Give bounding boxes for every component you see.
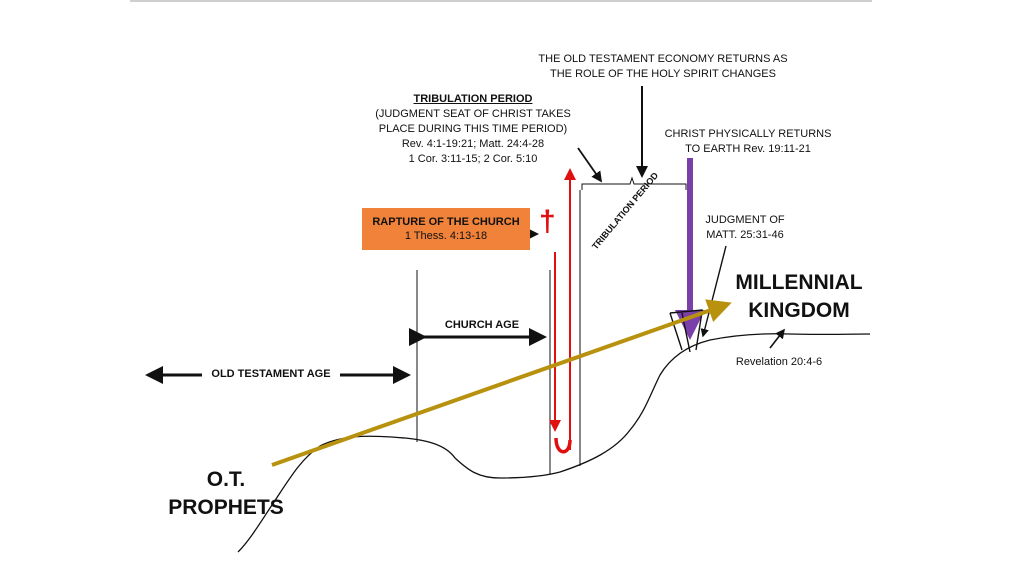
revelation-label: Revelation 20:4-6 xyxy=(735,356,823,368)
judgment-line-2: MATT. 25:31-46 xyxy=(706,229,784,241)
tribulation-pointer-arrow xyxy=(577,147,603,183)
judgment-arrow xyxy=(700,245,727,338)
millennial-line-1: MILLENNIAL xyxy=(735,271,863,294)
christ-returns-line-1: CHRIST PHYSICALLY RETURNS xyxy=(664,128,832,140)
revelation-arrow xyxy=(769,328,785,349)
rapture-title: RAPTURE OF THE CHURCH xyxy=(372,216,520,228)
judgment-line-1: JUDGMENT OF xyxy=(705,214,785,226)
ot-prophets-line-2: PROPHETS xyxy=(168,496,284,519)
tribulation-line-3: Rev. 4:1-19:21; Matt. 24:4-28 xyxy=(401,138,545,150)
tribulation-info-label: TRIBULATION PERIOD (JUDGMENT SEAT OF CHR… xyxy=(368,92,578,167)
rapture-reference: 1 Thess. 4:13-18 xyxy=(404,230,488,242)
millennial-line-2: KINGDOM xyxy=(748,299,850,322)
ot-prophets-label: O.T. PROPHETS xyxy=(160,466,292,522)
old-testament-age-label: OLD TESTAMENT AGE xyxy=(211,368,331,380)
tribulation-brace xyxy=(581,176,687,190)
top-rule xyxy=(130,0,872,2)
millennial-kingdom-label: MILLENNIAL KINGDOM xyxy=(732,269,866,325)
ot-economy-line-1: THE OLD TESTAMENT ECONOMY RETURNS AS xyxy=(538,53,788,65)
church-age-label: CHURCH AGE xyxy=(444,319,520,331)
tribulation-line-2: PLACE DURING THIS TIME PERIOD) xyxy=(378,123,568,135)
judgment-label: JUDGMENT OF MATT. 25:31-46 xyxy=(690,213,800,243)
tribulation-line-4: 1 Cor. 3:11-15; 2 Cor. 5:10 xyxy=(408,153,538,165)
cross-icon: † xyxy=(539,205,556,238)
rapture-box: RAPTURE OF THE CHURCH 1 Thess. 4:13-18 xyxy=(362,208,530,250)
tribulation-title: TRIBULATION PERIOD xyxy=(413,93,533,105)
ot-prophets-line-1: O.T. xyxy=(206,468,246,491)
christ-returns-label: CHRIST PHYSICALLY RETURNS TO EARTH Rev. … xyxy=(660,127,836,157)
christ-returns-line-2: TO EARTH Rev. 19:11-21 xyxy=(685,143,811,155)
tribulation-line-1: (JUDGMENT SEAT OF CHRIST TAKES xyxy=(375,108,571,120)
ot-economy-label: THE OLD TESTAMENT ECONOMY RETURNS AS THE… xyxy=(528,52,798,82)
ot-economy-line-2: THE ROLE OF THE HOLY SPIRIT CHANGES xyxy=(550,68,776,80)
rapture-u-turn xyxy=(554,437,572,454)
prophecy-arrow xyxy=(271,299,732,467)
